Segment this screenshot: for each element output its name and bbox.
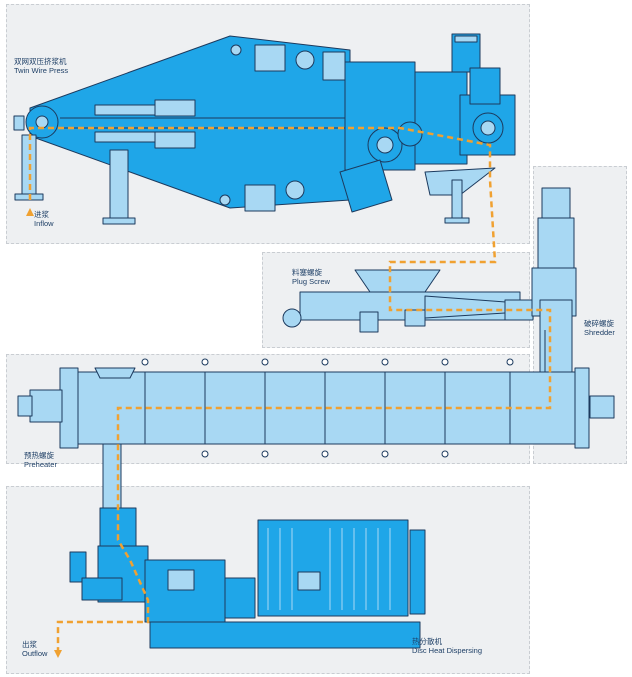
bearing-housing xyxy=(144,559,226,623)
preheater-zh: 预热螺旋 xyxy=(24,451,54,460)
main-motor xyxy=(257,519,409,617)
inflow-arrow xyxy=(26,208,34,216)
outflow-en: Outflow xyxy=(22,649,48,658)
label-outflow: 出浆 Outflow xyxy=(22,640,47,658)
preheater-machine xyxy=(17,358,615,511)
press-roll-upper xyxy=(397,121,423,147)
preheater-en: Preheater xyxy=(24,460,57,469)
inflow-en: Inflow xyxy=(34,219,54,228)
feed-motor xyxy=(69,551,87,583)
twin-wire-press-zh: 双网双压挤浆机 xyxy=(14,57,67,66)
shredder-motor xyxy=(541,187,571,221)
disc-heat-dispersing-en: Disc Heat Dispersing xyxy=(412,646,483,655)
plug-screw-machine xyxy=(282,269,534,333)
plug-screw-zh: 料塞螺旋 xyxy=(292,268,322,277)
top-drive-unit xyxy=(254,44,286,72)
press-drive-housing xyxy=(414,71,468,165)
twin-wire-press-machine xyxy=(13,33,516,225)
material-flow-path xyxy=(28,126,552,650)
label-plug-screw: 料塞螺旋 Plug Screw xyxy=(292,268,330,286)
label-shredder: 破碎螺旋 Shredder xyxy=(584,319,615,337)
coupling xyxy=(224,577,256,619)
label-inflow: 进浆 Inflow xyxy=(34,210,54,228)
base-frame xyxy=(149,621,421,649)
plug-screw-hopper xyxy=(354,269,441,293)
twin-wire-press-en: Twin Wire Press xyxy=(14,66,69,75)
preheater-inlet-port xyxy=(94,367,136,379)
discharge-chute xyxy=(339,159,393,213)
label-preheater: 预热螺旋 Preheater xyxy=(24,451,57,469)
shredder-zh: 破碎螺旋 xyxy=(584,319,614,328)
disc-heat-dispersing-zh: 热分散机 xyxy=(412,637,442,646)
inflow-zh: 进浆 xyxy=(34,210,49,219)
disc-heat-dispersing-machine xyxy=(69,507,426,649)
label-twin-wire-press: 双网双压挤浆机 Twin Wire Press xyxy=(14,57,68,75)
bottom-drive-unit xyxy=(244,184,276,212)
press-motor-2 xyxy=(469,67,501,105)
outflow-arrow xyxy=(54,650,62,658)
outflow-zh: 出浆 xyxy=(22,640,37,649)
support-leg xyxy=(109,149,129,223)
shredder-en: Shredder xyxy=(584,328,615,337)
preheater-drive xyxy=(29,389,63,423)
label-disc-heat-dispersing: 热分散机 Disc Heat Dispersing xyxy=(412,637,482,655)
plug-screw-en: Plug Screw xyxy=(292,277,330,286)
